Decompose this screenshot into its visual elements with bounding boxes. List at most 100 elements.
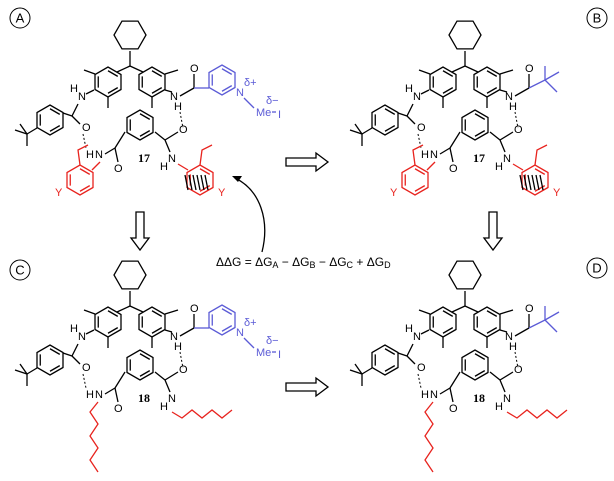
aromatic-bond <box>139 130 151 137</box>
pivaloyl-bond <box>528 79 546 89</box>
bond <box>71 343 79 357</box>
aromatic-bond <box>139 370 151 377</box>
aromatic-bond <box>442 70 454 77</box>
bond <box>114 131 126 149</box>
bond <box>129 305 144 313</box>
arrow-c-to-d <box>285 376 330 398</box>
aromatic-bond <box>107 70 119 77</box>
bond <box>71 115 81 125</box>
aromatic-bond <box>199 168 211 175</box>
aromatic-bond <box>79 185 91 192</box>
hydrogen-bond <box>514 351 519 369</box>
hydrogen-label: H <box>174 101 182 113</box>
aromatic-bond <box>486 70 498 77</box>
bond <box>83 309 96 315</box>
tbu-phenyl-ring <box>36 104 64 136</box>
arrow-a-to-b <box>285 151 330 173</box>
panel-label-circle <box>586 257 608 279</box>
aromatic-bond <box>49 348 61 355</box>
bond <box>544 311 560 321</box>
delta-minus-label: δ− <box>266 95 279 107</box>
aromatic-bond <box>221 68 233 75</box>
bond <box>397 112 408 117</box>
bond <box>499 371 514 381</box>
bond <box>85 89 95 95</box>
panel-label-circle <box>9 7 31 29</box>
aromatic-bond <box>534 185 546 192</box>
cyclohexane-ring <box>113 260 147 290</box>
right-mesityl-ring <box>521 164 549 196</box>
bond <box>154 371 166 381</box>
bond <box>71 103 79 117</box>
bond <box>177 163 189 171</box>
hydrogen-bond <box>179 351 184 369</box>
bond <box>85 329 95 335</box>
bond <box>91 161 101 171</box>
pivaloyl-bond <box>528 319 546 329</box>
bond <box>164 131 179 141</box>
oxygen-label: O <box>449 163 458 175</box>
nitrogen-label: N <box>430 389 438 401</box>
aromatic-bond <box>79 168 91 175</box>
delta-plus-label: δ+ <box>244 77 257 89</box>
y-substituent-label: Y <box>218 187 226 199</box>
nitrogen-label: N <box>78 331 86 343</box>
bond <box>406 115 416 125</box>
bond <box>354 123 363 135</box>
bond <box>420 329 430 335</box>
hydrogen-label: H <box>495 401 503 413</box>
pyridinium-nitrogen-label: N <box>236 327 244 339</box>
arrow-a-to-c <box>129 211 151 252</box>
oxygen-label: O <box>179 364 188 376</box>
iodide-label: I <box>278 349 281 361</box>
bond <box>164 379 171 393</box>
bond <box>412 144 424 166</box>
bond <box>499 139 506 153</box>
bond <box>451 305 466 313</box>
tbu-phenyl-ring <box>371 104 399 136</box>
right-mesityl-ring <box>186 164 214 196</box>
oxygen-label: O <box>190 303 199 315</box>
bond <box>361 127 373 135</box>
bond <box>406 103 414 117</box>
aromatic-bond <box>486 87 498 94</box>
pyridinium-nitrogen-label: N <box>236 87 244 99</box>
oxygen-label: O <box>525 303 534 315</box>
bond <box>499 309 514 315</box>
aromatic-bond <box>486 310 498 317</box>
hydrogen-label: H <box>70 323 78 335</box>
oxygen-label: O <box>417 122 426 134</box>
oxygen-label: O <box>179 124 188 136</box>
aromatic-bond <box>151 310 163 317</box>
bond <box>406 355 416 365</box>
methyl-label: Me <box>256 347 271 359</box>
hydrogen-label: H <box>405 323 413 335</box>
hydrogen-bond <box>82 373 87 389</box>
compound-number: 17 <box>473 151 485 165</box>
isophthaloyl-ring <box>126 349 154 381</box>
hydrogen-label: H <box>70 83 78 95</box>
stacking-hash <box>527 174 532 191</box>
bond <box>14 129 28 135</box>
oxygen-label: O <box>114 163 123 175</box>
hexyl-chain-left <box>89 401 99 473</box>
bond <box>449 371 461 389</box>
bond <box>489 131 501 141</box>
bond <box>243 97 255 109</box>
stacking-hash <box>204 174 209 191</box>
aromatic-bond <box>221 325 233 332</box>
panel-label: B <box>593 11 602 26</box>
stacking-hash <box>188 174 193 191</box>
delta-minus-label: δ− <box>266 335 279 347</box>
panel-label: C <box>15 263 24 278</box>
stacking-hash <box>192 174 197 191</box>
bond <box>19 363 28 375</box>
stacking-hash <box>539 174 544 191</box>
aromatic-bond <box>107 327 119 334</box>
bond <box>499 379 506 393</box>
oxygen-label: O <box>114 403 123 415</box>
oxygen-label: O <box>514 124 523 136</box>
nitrogen-label: N <box>503 393 511 405</box>
bond <box>114 387 119 403</box>
